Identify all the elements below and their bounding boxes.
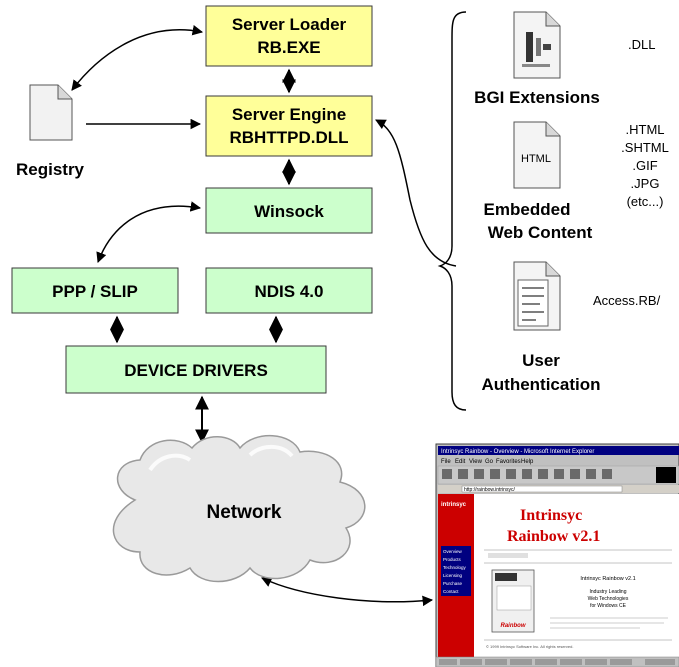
tagline-2: Web Technologies (588, 596, 629, 602)
server-engine-title: Server Engine (232, 105, 346, 124)
winsock-box: Winsock (205, 187, 373, 234)
product-box-label: Rainbow (501, 623, 526, 629)
winsock-label: Winsock (254, 202, 324, 221)
authentication-label: Authentication (482, 375, 601, 394)
device-drivers-box: DEVICE DRIVERS (65, 345, 327, 394)
html-document-icon: HTML (513, 121, 561, 189)
ppp-slip-box: PPP / SLIP (11, 267, 179, 314)
sidebar-item-licensing: Licensing (443, 573, 463, 578)
loader-registry-arrow (71, 25, 204, 91)
menu-edit: Edit (455, 459, 466, 465)
sidebar-logo: intrinsyc (441, 502, 467, 508)
registry-document-icon (29, 84, 73, 141)
toolbar-icons (442, 469, 612, 479)
ext-jpg: .JPG (631, 176, 660, 191)
page-footer: © 1999 Intrinsyc Software Inc. All right… (486, 644, 573, 649)
sidebar-item-technology: Technology (443, 565, 467, 570)
access-file-label: Access.RB/ (593, 293, 661, 308)
headline-intrinsyc: Intrinsyc (520, 507, 582, 524)
device-drivers-label: DEVICE DRIVERS (124, 361, 268, 380)
network-label: Network (207, 502, 282, 523)
registry-label: Registry (16, 160, 85, 179)
dll-document-icon (513, 11, 561, 79)
ppp-slip-label: PPP / SLIP (52, 282, 138, 301)
server-loader-title: Server Loader (232, 15, 347, 34)
menu-favorites: Favorites (496, 459, 521, 465)
stack-connectors (110, 68, 296, 444)
sidebar-item-products: Products (443, 557, 462, 562)
menu-view: View (469, 459, 483, 465)
tagline-3: for Windows CE (590, 603, 627, 609)
server-loader-box: Server Loader RB.EXE (205, 5, 373, 67)
resources-brace (437, 11, 467, 411)
menu-go: Go (485, 459, 494, 465)
network-browser-arrow (261, 577, 434, 607)
winsock-ppp-arrow (96, 201, 202, 263)
ext-etc: (etc...) (627, 194, 664, 209)
sidebar-item-contact: Contact (443, 589, 459, 594)
product-title: Intrinsyc Rainbow v2.1 (580, 576, 635, 582)
browser-window: Intrinsyc Rainbow - Overview - Microsoft… (435, 443, 679, 667)
ext-shtml: .SHTML (621, 140, 669, 155)
resources-engine-arrow (375, 119, 457, 267)
embedded-label: Embedded (484, 200, 571, 219)
ndis-label: NDIS 4.0 (255, 282, 324, 301)
server-engine-box: Server Engine RBHTTPD.DLL (205, 95, 373, 157)
html-icon-text: HTML (521, 153, 551, 165)
headline-rainbow: Rainbow v2.1 (507, 528, 600, 545)
ndis-box: NDIS 4.0 (205, 267, 373, 314)
menu-help: Help (521, 459, 534, 465)
web-content-label: Web Content (488, 223, 593, 242)
access-document-icon (513, 261, 561, 331)
user-label: User (522, 351, 560, 370)
address-url: http://rainbow.intrinsyc/ (464, 487, 515, 493)
dll-extension-label: .DLL (628, 37, 655, 52)
ext-gif: .GIF (632, 158, 657, 173)
browser-title: Intrinsyc Rainbow - Overview - Microsoft… (441, 449, 594, 455)
server-engine-dll: RBHTTPD.DLL (230, 128, 349, 147)
sidebar-item-overview: Overview (443, 549, 463, 554)
server-loader-exe: RB.EXE (257, 38, 320, 57)
menu-file: File (441, 459, 451, 465)
tagline-1: Industry Leading (590, 589, 627, 595)
bgi-extensions-label: BGI Extensions (474, 88, 600, 107)
ext-html: .HTML (626, 122, 665, 137)
network-cloud (112, 435, 366, 583)
sidebar-item-purchase: Purchase (443, 581, 463, 586)
curved-connectors (71, 25, 457, 607)
